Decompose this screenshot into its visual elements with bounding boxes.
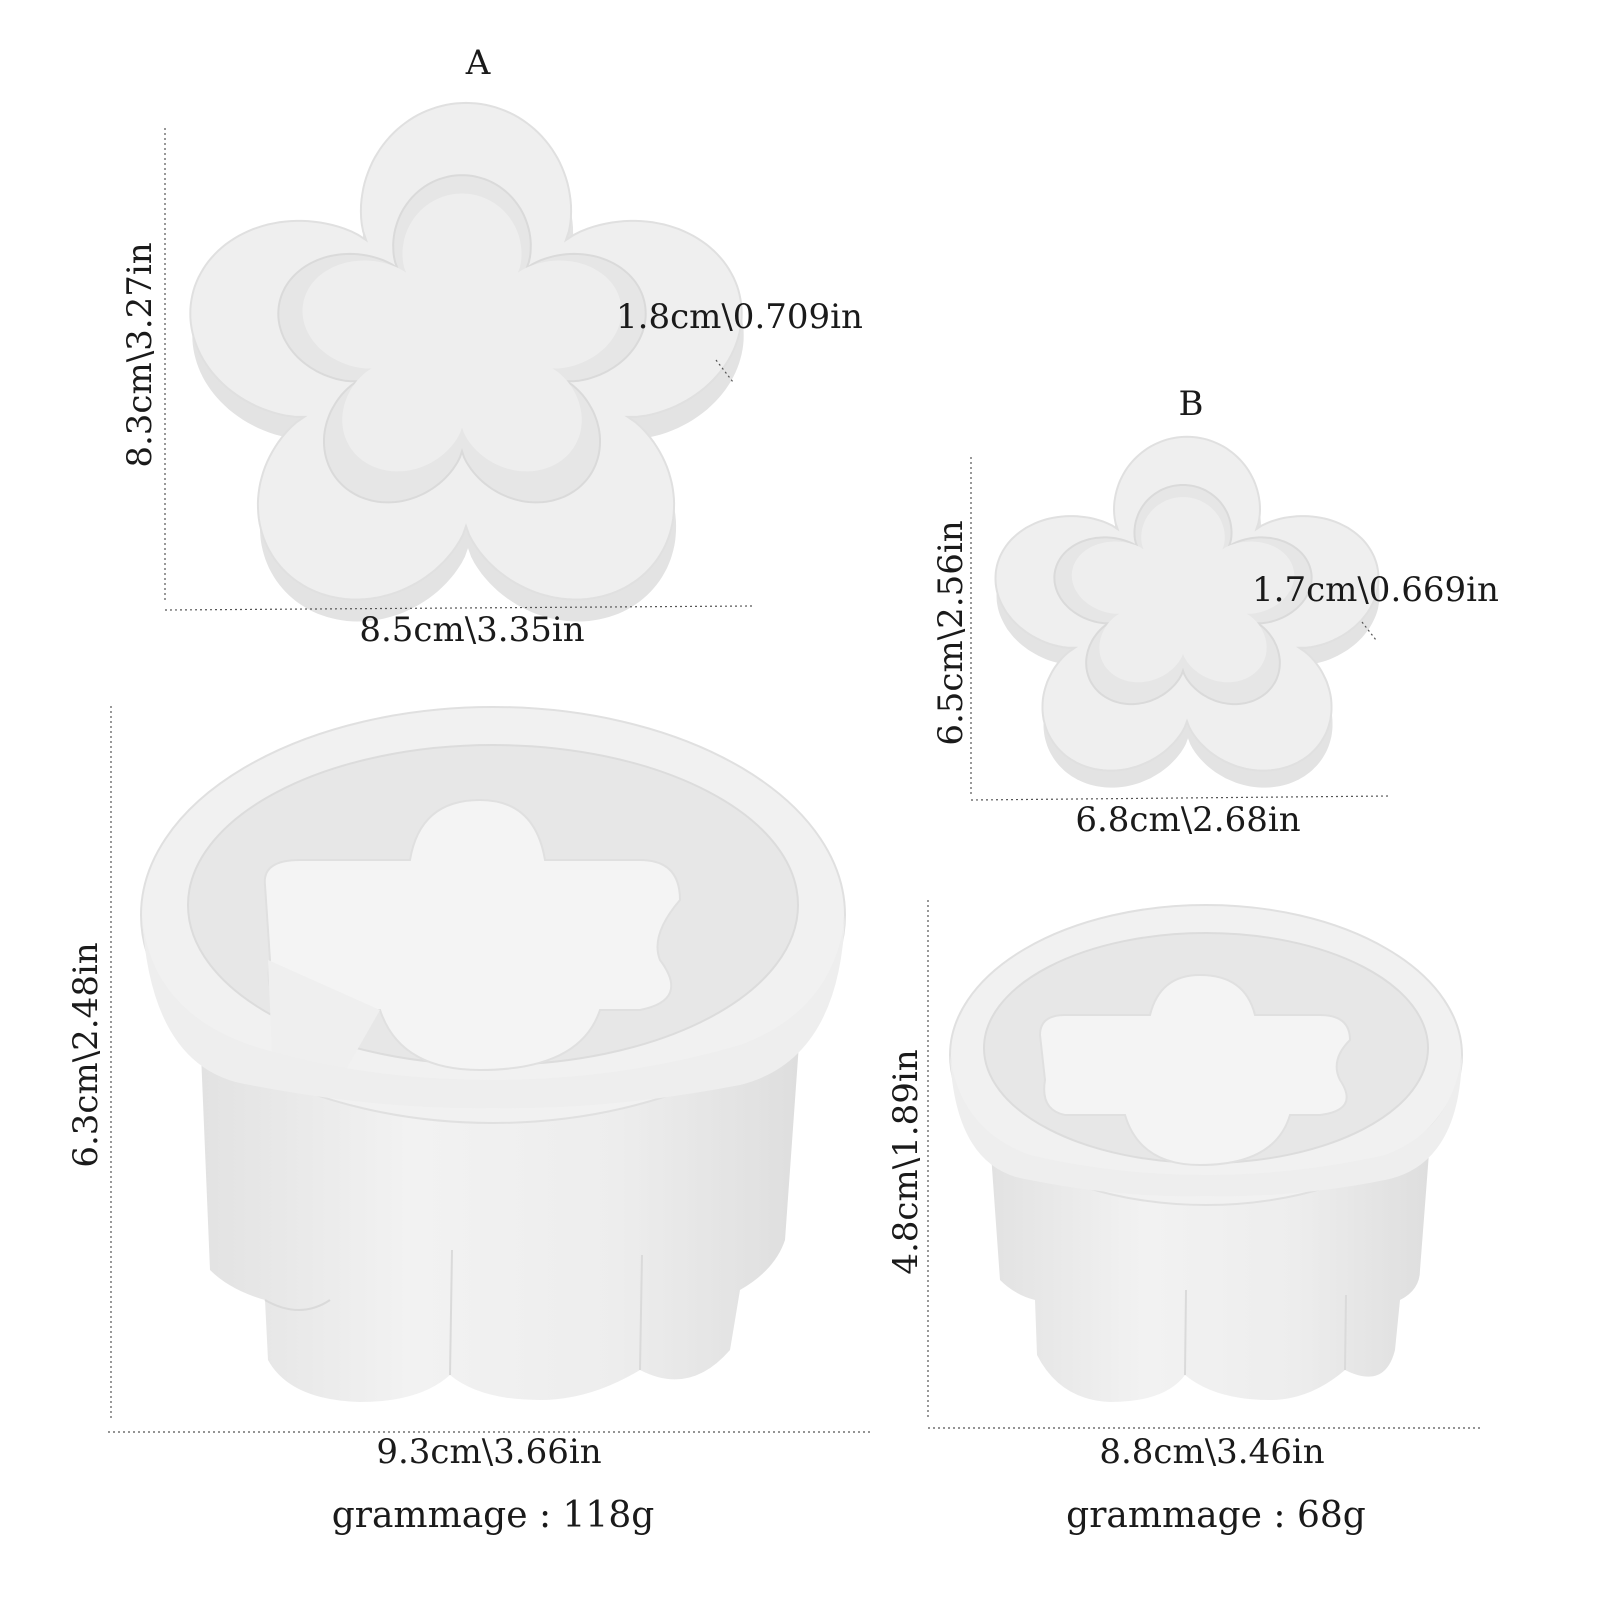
mold-b-side-view bbox=[949, 904, 1463, 1402]
mold-a-body bbox=[200, 1030, 800, 1402]
mold-a-lobe-shade bbox=[264, 1249, 643, 1376]
mold-a-core-side bbox=[268, 960, 380, 1080]
dim-b-side-width-label: 8.8cm\3.46in bbox=[1099, 1432, 1325, 1472]
dim-a-top-wall-label: 1.8cm\0.709in bbox=[616, 297, 863, 337]
dim-a-side-width-label: 9.3cm\3.66in bbox=[376, 1432, 602, 1472]
grammage-b: grammage : 68g bbox=[1066, 1495, 1366, 1536]
dim-b-top-wall-label: 1.7cm\0.669in bbox=[1252, 570, 1499, 610]
mold-b-top-floor bbox=[1071, 497, 1295, 683]
section-label-a: A bbox=[465, 43, 491, 83]
mold-b-core bbox=[1038, 973, 1352, 1167]
mold-a-core bbox=[263, 798, 682, 1072]
mold-b-body bbox=[990, 1140, 1430, 1402]
section-label-b: B bbox=[1178, 384, 1204, 424]
dim-a-top-height-label: 8.3cm\3.27in bbox=[120, 242, 160, 468]
grammage-a: grammage : 118g bbox=[331, 1495, 655, 1536]
dimension-lines bbox=[108, 128, 1482, 1433]
dim-a-top-width-label: 8.5cm\3.35in bbox=[359, 610, 585, 650]
dim-b-top-wall bbox=[1361, 621, 1377, 641]
dim-b-top-width-label: 6.8cm\2.68in bbox=[1075, 800, 1301, 840]
dim-b-side-height-label: 4.8cm\1.89in bbox=[886, 1049, 926, 1275]
dim-b-top-height-label: 6.5cm\2.56in bbox=[931, 520, 971, 746]
dim-a-side-height-label: 6.3cm\2.48in bbox=[66, 942, 106, 1168]
mold-a-top-view bbox=[189, 101, 744, 622]
mold-a-side-view bbox=[140, 706, 846, 1402]
mold-b-top-view bbox=[994, 435, 1380, 788]
mold-b-lobe-shade bbox=[1184, 1289, 1347, 1376]
mold-a-top-floor bbox=[302, 193, 622, 472]
